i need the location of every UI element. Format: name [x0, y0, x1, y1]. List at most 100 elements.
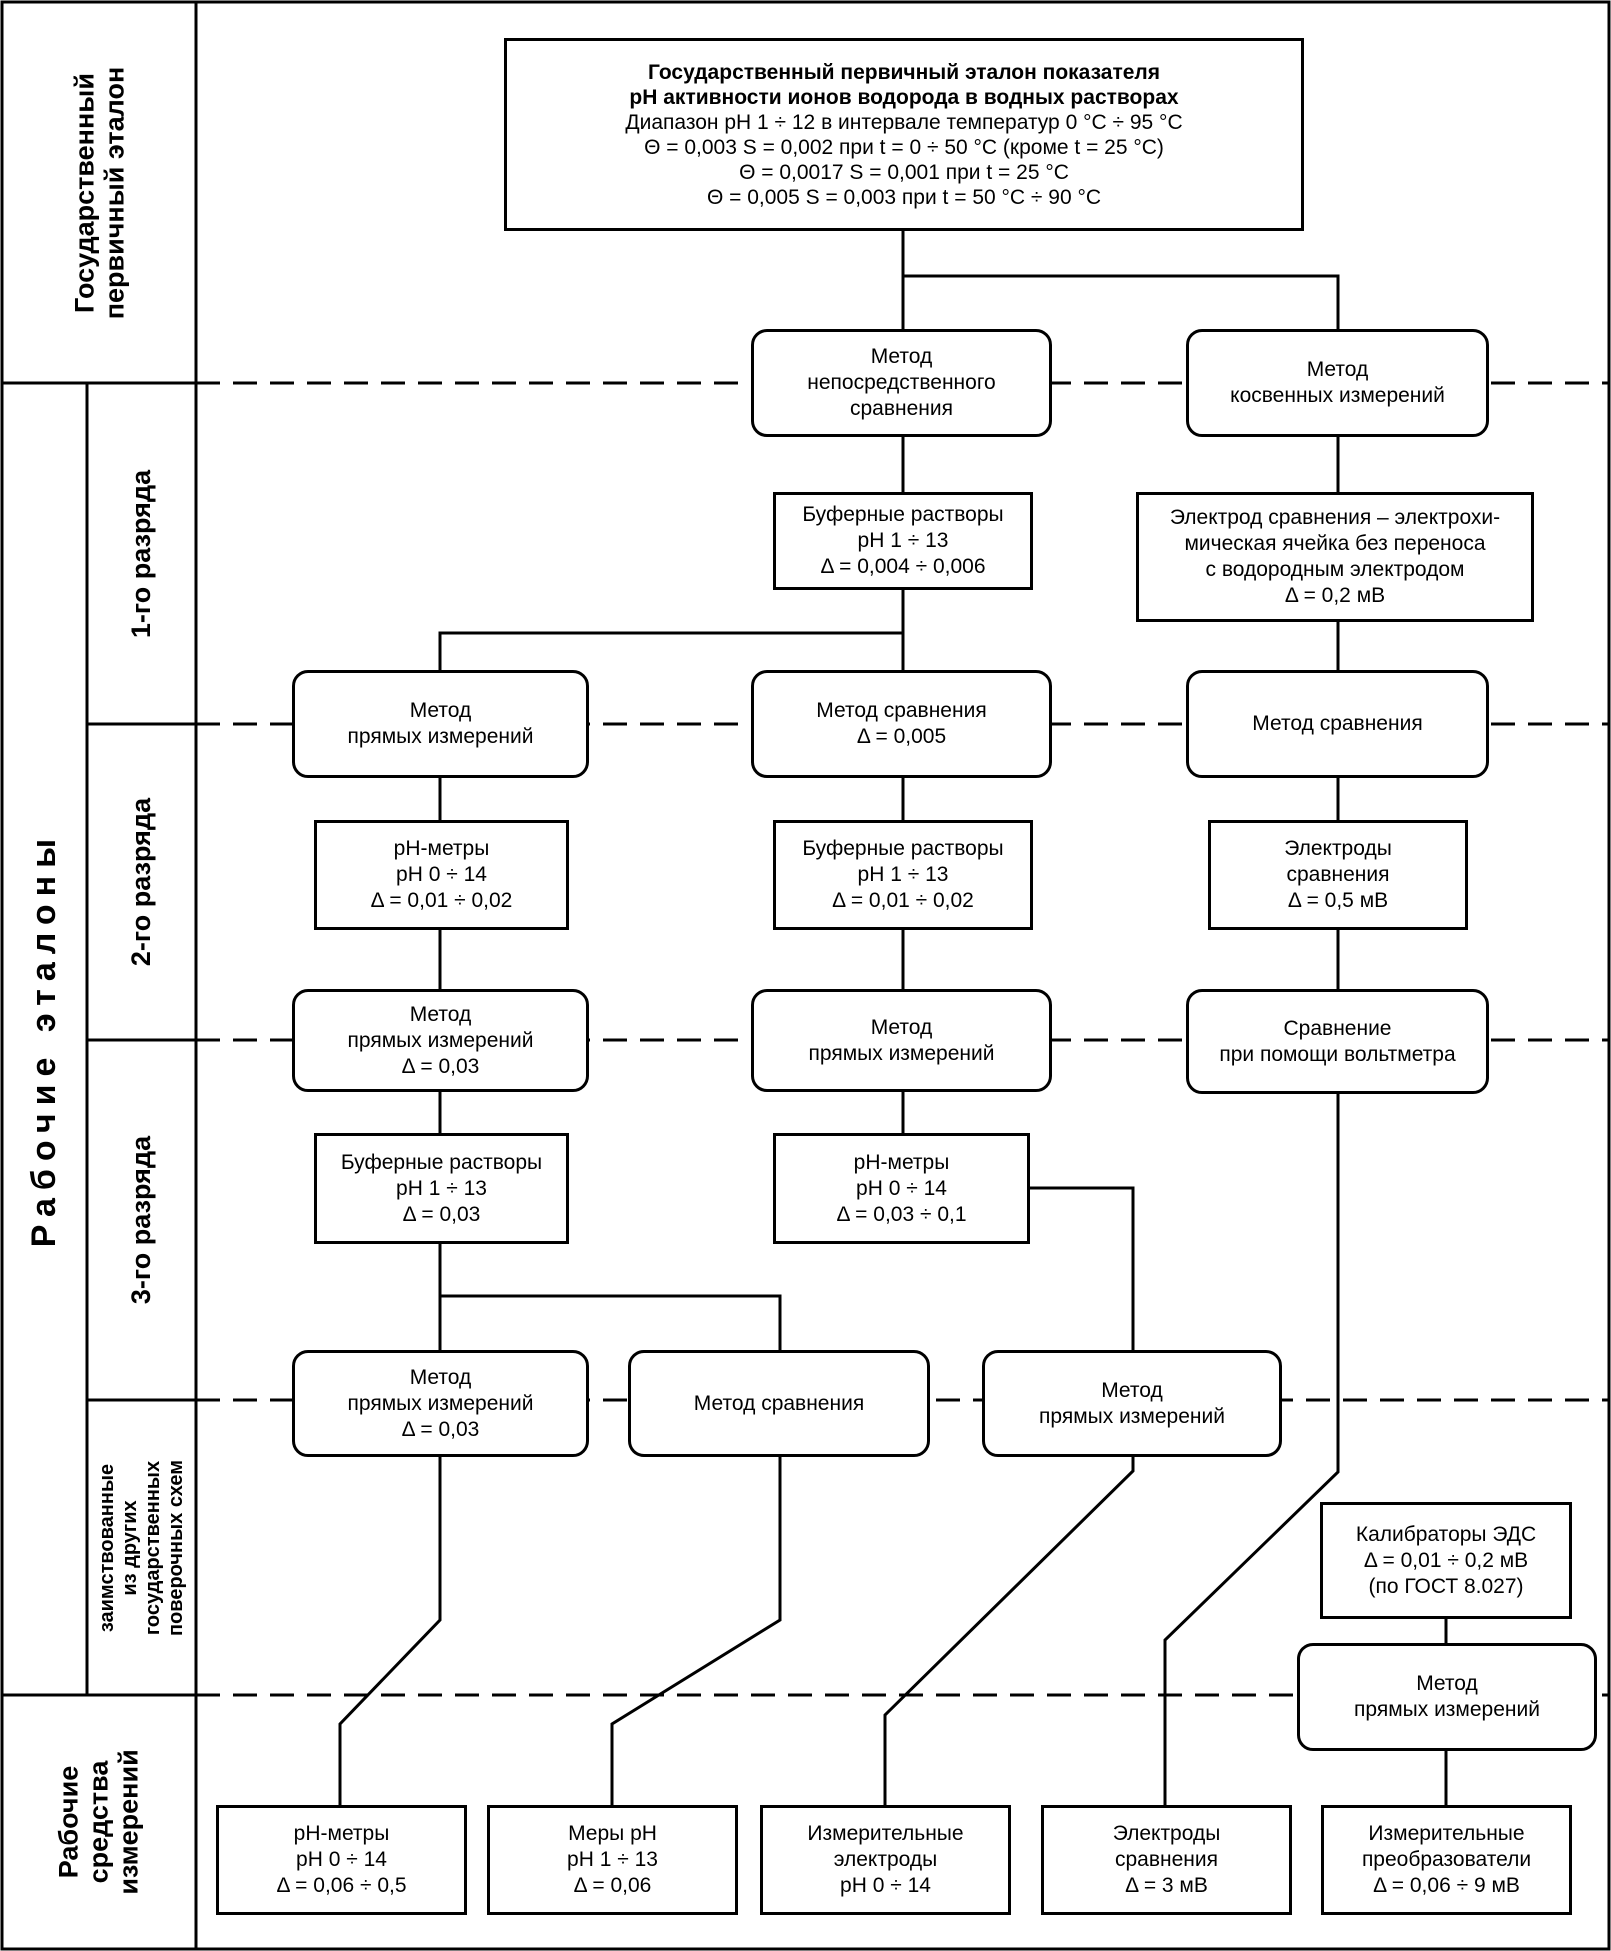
side-label-line: государственных	[141, 1460, 164, 1635]
side-label-line: 3-го разряда	[126, 1135, 157, 1305]
box-title-line: pH активности ионов водорода в водных ра…	[629, 85, 1179, 109]
box-primary-standard: Государственный первичный эталон показат…	[504, 38, 1304, 231]
side-label-rank2: 2-го разряда	[87, 724, 196, 1040]
box-text-line: Метод	[409, 1002, 472, 1026]
box-text-line: косвенных измерений	[1230, 384, 1445, 407]
box-text-line: прямых измерений	[347, 725, 534, 748]
box-electrodes-r2: Электроды сравнения Δ = 0,5 мВ	[1208, 820, 1468, 930]
box-text-line: сравнения	[850, 397, 953, 420]
box-text-line: Электрод сравнения – электрохи-	[1169, 506, 1501, 529]
box-text-line: Электроды	[1284, 837, 1392, 860]
box-text-line: прямых измерений	[1039, 1404, 1225, 1428]
box-text-line: Измерительные	[807, 1822, 964, 1845]
box-text-line: Δ = 0,01 ÷ 0,2 мВ	[1363, 1548, 1529, 1572]
box-text-line: Δ = 0,03	[401, 1417, 480, 1441]
box-text-line: Θ = 0,003 S = 0,002 при t = 0 ÷ 50 °C (к…	[644, 135, 1164, 159]
box-text-line: прямых измерений	[347, 1391, 534, 1415]
box-text-line: прямых измерений	[347, 1028, 534, 1052]
side-label-line: заимствованные	[95, 1463, 118, 1632]
box-text-line: pH 0 ÷ 14	[396, 863, 487, 886]
box-text-line: Метод сравнения	[816, 699, 987, 722]
box-text-line: Δ = 0,06	[573, 1874, 652, 1897]
box-text-line: Θ = 0,0017 S = 0,001 при t = 25 °C	[739, 160, 1069, 184]
box-title-line: Государственный первичный эталон показат…	[647, 60, 1161, 84]
box-text-line: прямых измерений	[808, 1041, 995, 1065]
box-text-line: Метод	[409, 1365, 472, 1389]
box-text-line: с водородным электродом	[1205, 558, 1465, 581]
box-text-line: pH-метры	[393, 837, 490, 860]
box-m-indirect: Метод косвенных измерений	[1186, 329, 1489, 437]
box-text-line: Δ = 0,5 мВ	[1287, 889, 1389, 912]
box-text-line: Буферные растворы	[802, 837, 1004, 860]
side-label-line: первичный эталон	[99, 66, 130, 319]
box-text-line: Δ = 0,03	[401, 1054, 480, 1078]
box-text-line: Δ = 0,06 ÷ 9 мВ	[1373, 1874, 1520, 1897]
box-text-line: Диапазон pH 1 ÷ 12 в интервале температу…	[625, 110, 1183, 134]
box-text-line: Буферные растворы	[340, 1150, 543, 1174]
box-text-line: pH 1 ÷ 13	[567, 1848, 658, 1871]
box-phmeter-r2: pH-метры pH 0 ÷ 14 Δ = 0,01 ÷ 0,02	[314, 820, 569, 930]
box-text-line: сравнения	[1286, 863, 1390, 886]
box-text-line: pH-метры	[293, 1822, 390, 1845]
box-text-line: Метод	[409, 699, 472, 722]
side-label-line: из других	[118, 1499, 141, 1596]
box-text-line: pH 1 ÷ 13	[857, 863, 949, 886]
box-text-line: мическая ячейка без переноса	[1184, 532, 1486, 555]
box-text-line: pH 1 ÷ 13	[396, 1176, 487, 1200]
box-text-line: (по ГОСТ 8.027)	[1368, 1574, 1524, 1598]
box-text-line: Δ = 0,03 ÷ 0,1	[836, 1202, 967, 1226]
box-text-line: электроды	[833, 1848, 938, 1871]
box-text-line: Δ = 0,03	[402, 1202, 481, 1226]
box-text-line: преобразователи	[1361, 1848, 1532, 1871]
box-buffer-r2: Буферные растворы pH 1 ÷ 13 Δ = 0,01 ÷ 0,0…	[773, 820, 1033, 930]
side-label-working-standards: Рабочие эталоны	[2, 383, 87, 1695]
box-text-line: Δ = 0,01 ÷ 0,02	[370, 889, 513, 912]
box-m-compare-g: Метод сравнения	[628, 1350, 930, 1457]
box-text-line: Метод	[1101, 1378, 1163, 1402]
box-text-line: Калибраторы ЭДС	[1355, 1522, 1537, 1546]
box-text-line: Δ = 0,06 ÷ 0,5	[276, 1874, 407, 1897]
box-text-line: сравнения	[1115, 1848, 1218, 1871]
box-text-line: Метод	[1306, 358, 1369, 381]
side-label-line: средства	[83, 1760, 114, 1884]
box-text-line: pH 0 ÷ 14	[856, 1176, 947, 1200]
box-text-line: Δ = 0,01 ÷ 0,02	[832, 889, 974, 912]
box-text-line: Метод сравнения	[693, 1391, 865, 1415]
box-text-line: Θ = 0,005 S = 0,003 при t = 50 °C ÷ 90 °…	[706, 185, 1102, 209]
box-text-line: Метод	[870, 345, 933, 368]
box-text-line: Δ = 3 мВ	[1125, 1874, 1208, 1897]
side-label-line: измерений	[113, 1749, 144, 1895]
side-label-line: 1-го разряда	[126, 469, 157, 638]
box-text-line: Δ = 0,2 мВ	[1284, 584, 1386, 607]
box-text-line: Δ = 0,005	[856, 725, 947, 748]
box-text-line: Сравнение	[1283, 1016, 1392, 1040]
box-text-line: Метод сравнения	[1252, 712, 1423, 735]
box-text-line: Буферные растворы	[802, 503, 1004, 526]
side-label-line: Государственный	[69, 72, 100, 313]
side-label-line: Рабочие эталоны	[25, 830, 64, 1248]
box-m-compare-c: Метод сравнения	[1186, 670, 1489, 778]
side-label-line: Рабочие	[53, 1765, 84, 1879]
side-label-line: поверочных схем	[164, 1459, 187, 1636]
box-text-line: Метод	[1416, 1672, 1478, 1695]
box-m-compare-b: Метод сравнения Δ = 0,005	[751, 670, 1052, 778]
